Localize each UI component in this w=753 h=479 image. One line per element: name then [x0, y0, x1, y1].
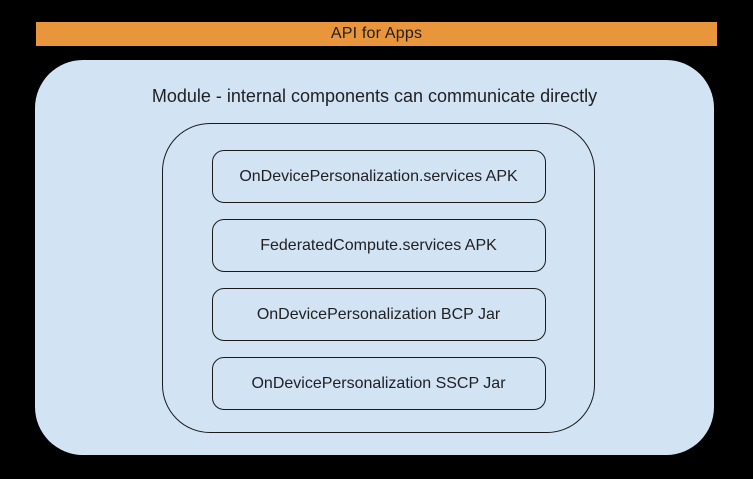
module-title: Module - internal components can communi… — [151, 86, 598, 106]
component-label: OnDevicePersonalization SSCP Jar — [251, 374, 506, 392]
component-label: FederatedCompute.services APK — [260, 236, 497, 254]
module-inner-group: OnDevicePersonalization.services APK Fed… — [162, 123, 595, 433]
api-for-apps-banner-label: API for Apps — [330, 25, 423, 42]
api-for-apps-banner: API for Apps — [36, 22, 717, 46]
component-box-odp-sscp-jar: OnDevicePersonalization SSCP Jar — [211, 357, 546, 410]
component-box-odp-bcp-jar: OnDevicePersonalization BCP Jar — [211, 288, 546, 341]
component-box-odp-services-apk: OnDevicePersonalization.services APK — [211, 150, 546, 203]
component-label: OnDevicePersonalization BCP Jar — [256, 305, 501, 323]
component-box-federatedcompute-services-apk: FederatedCompute.services APK — [211, 219, 546, 272]
component-label: OnDevicePersonalization.services APK — [239, 167, 518, 185]
module-container: Module - internal components can communi… — [35, 60, 714, 455]
